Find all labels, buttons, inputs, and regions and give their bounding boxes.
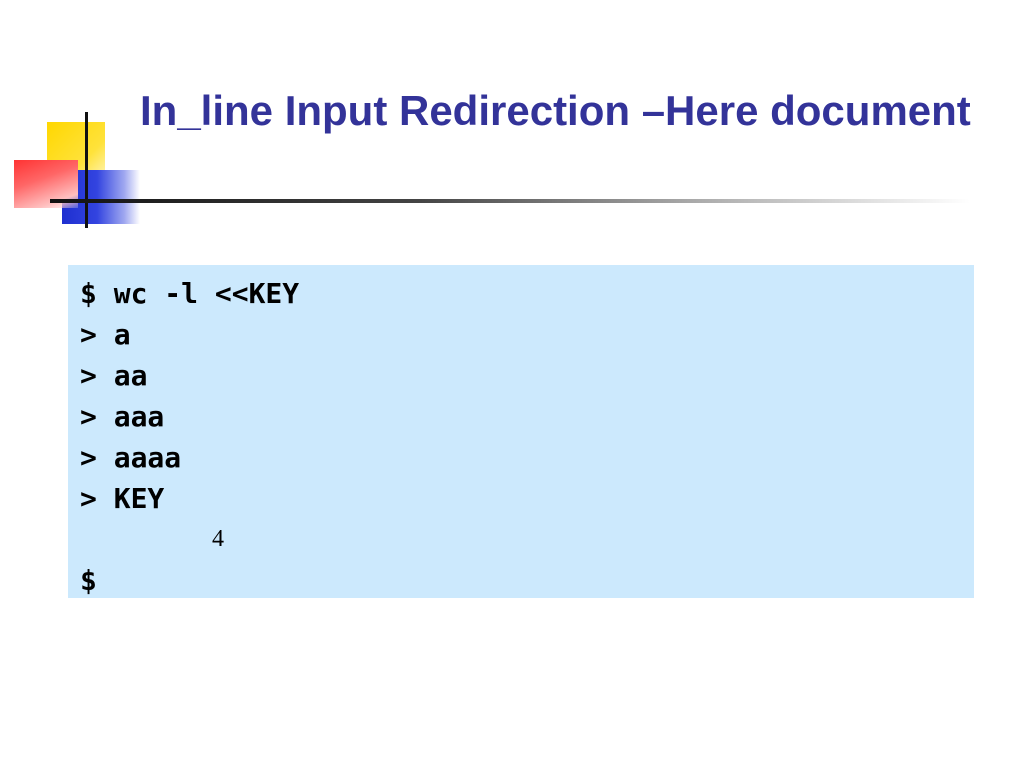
- code-line-prompt: $: [80, 564, 97, 597]
- code-line-command: $ wc -l <<KEY: [80, 277, 300, 310]
- vertical-rule: [85, 112, 88, 228]
- code-block: $ wc -l <<KEY > a > aa > aaa > aaaa > KE…: [68, 265, 974, 598]
- slide-title: In_line Input Redirection –Here document: [140, 87, 971, 134]
- code-line-input: > aaaa: [80, 441, 182, 474]
- code-line-terminator: > KEY: [80, 482, 165, 515]
- decorative-corner-graphic: [0, 0, 160, 240]
- code-line-input: > a: [80, 318, 131, 351]
- code-line-input: > aa: [80, 359, 148, 392]
- code-line-input: > aaa: [80, 400, 165, 433]
- title-underline-rule: [50, 199, 970, 203]
- code-line-output: 4: [212, 526, 224, 552]
